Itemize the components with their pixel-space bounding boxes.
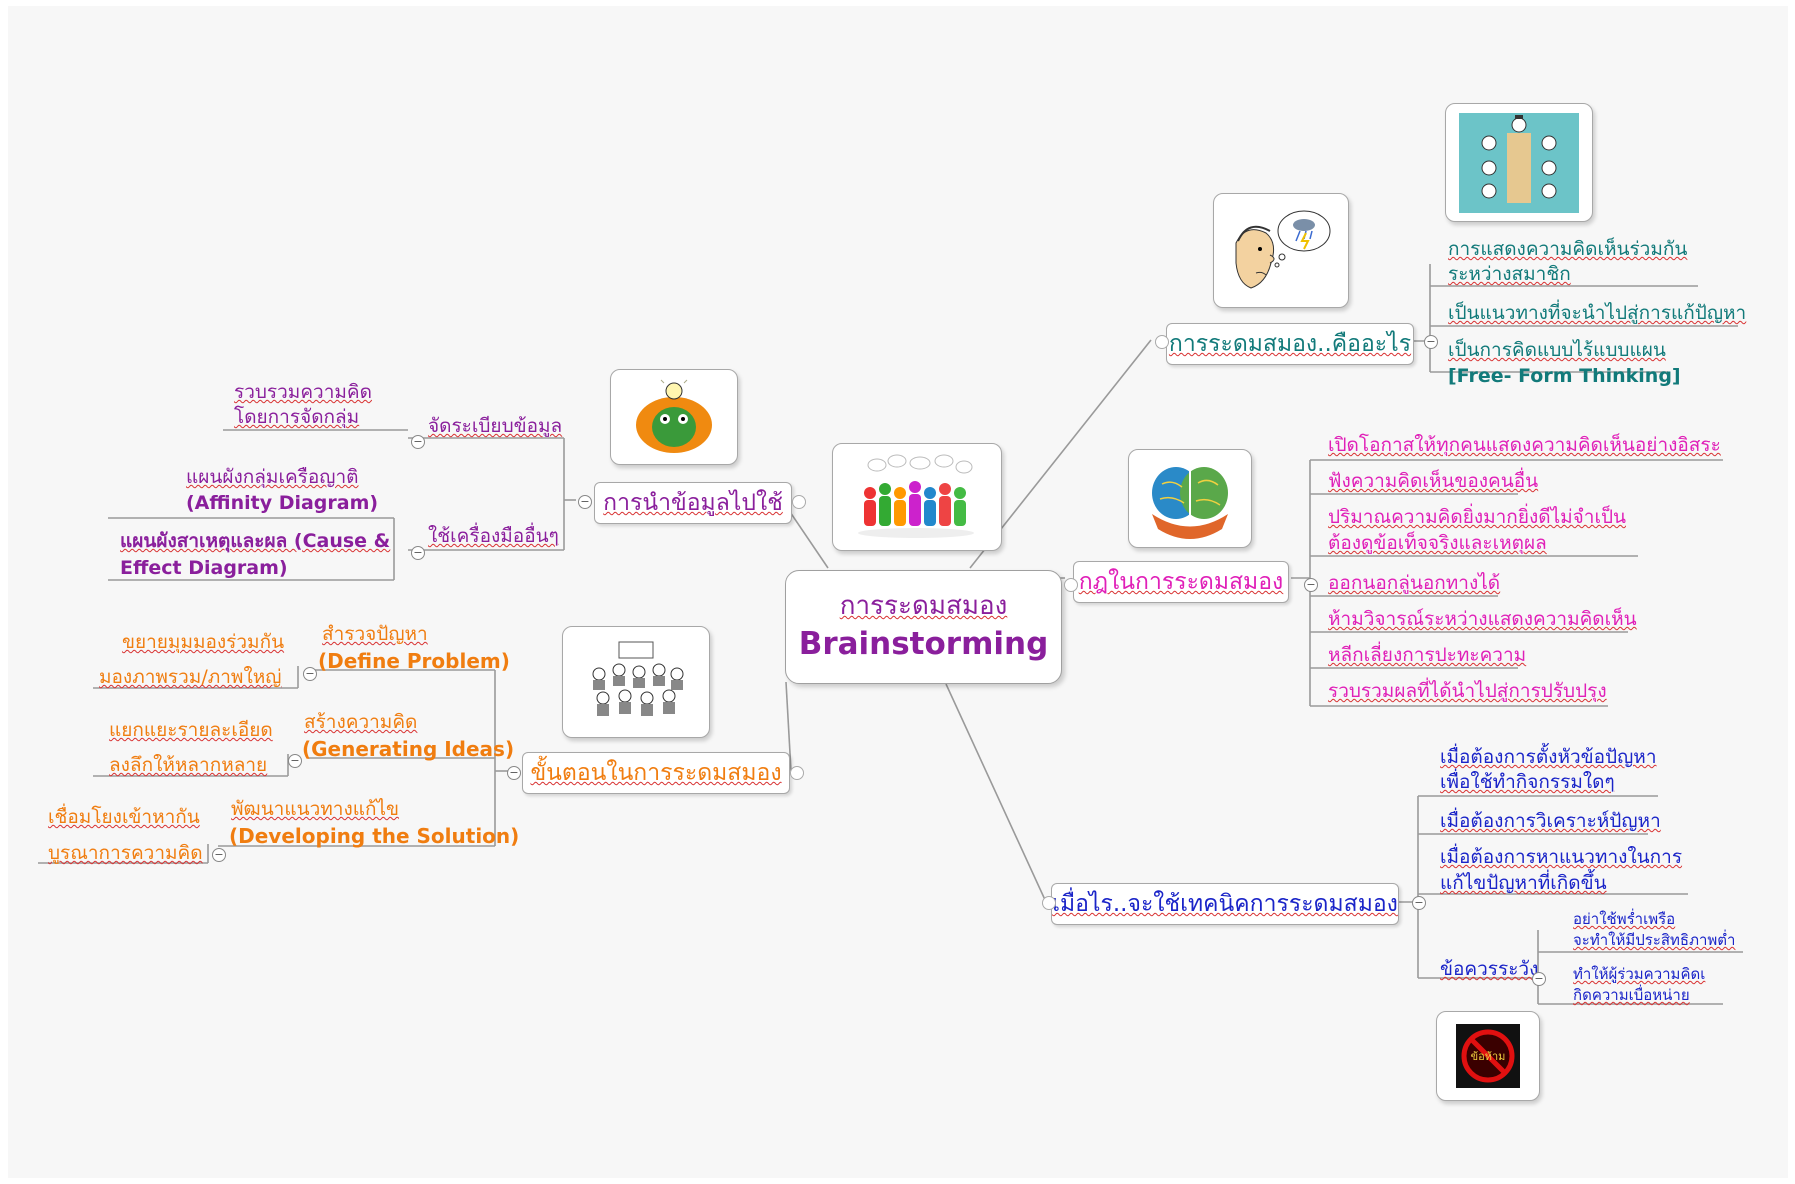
collapse-rules-toggle[interactable]: −	[1304, 578, 1318, 592]
tools-item-1: แผนผังกลุ่มเครือญาติ	[186, 466, 359, 488]
collapse-use-data-toggle[interactable]: −	[578, 495, 592, 509]
when-item-1: เมื่อต้องการตั้งหัวข้อปัญหา	[1440, 746, 1657, 768]
develop-item-2: บูรณาการความคิด	[48, 842, 203, 864]
organize-item-1: รวบรวมความคิด	[234, 381, 372, 403]
develop-label-english: (Developing the Solution)	[229, 824, 520, 848]
branch-rules[interactable]: กฎในการระดมสมอง	[1073, 561, 1289, 603]
meeting-table-icon	[1459, 112, 1579, 213]
branch-use-data-label: การนำข้อมูลไปใช้	[603, 490, 783, 516]
idea-creature-image	[610, 369, 738, 465]
classroom-icon	[592, 641, 684, 716]
what-is-item-1: การแสดงความคิดเห็นร่วมกัน	[1448, 238, 1688, 260]
what-is-item-1b: ระหว่างสมาชิก	[1448, 263, 1571, 285]
caution-item-1b: จะทำให้มีประสิทธิภาพต่ำ	[1573, 931, 1736, 949]
caution-item-1: อย่าใช้พร่ำเพรือ	[1573, 910, 1676, 928]
rules-item-2: ฟังความคิดเห็นของคนอื่น	[1328, 470, 1539, 492]
thinking-man-icon	[1235, 210, 1331, 289]
organize-item-1b: โดยการจัดกลุ่ม	[234, 406, 360, 428]
idea-creature-icon	[636, 379, 712, 453]
generate-label-thai: สร้างความคิด	[304, 711, 418, 733]
central-title-thai: การระดมสมอง	[839, 590, 1008, 621]
collapse-caution-toggle[interactable]: −	[1532, 972, 1546, 986]
collapse-tools-toggle[interactable]: −	[411, 546, 425, 560]
rules-item-7: รวบรวมผลที่ได้นำไปสู่การปรับปรุง	[1328, 680, 1607, 702]
rules-item-5: ห้ามวิจารณ์ระหว่างแสดงความคิดเห็น	[1328, 608, 1637, 630]
when-item-3: เมื่อต้องการหาแนวทางในการ	[1440, 846, 1683, 868]
what-is-item-3b: [Free- Form Thinking]	[1448, 365, 1681, 387]
brain-icon	[1152, 466, 1228, 539]
when-item-2: เมื่อต้องการวิเคราะห์ปัญหา	[1440, 810, 1661, 832]
branch-steps-label: ขั้นตอนในการระดมสมอง	[530, 760, 782, 786]
rules-item-1: เปิดโอกาสให้ทุกคนแสดงความคิดเห็นอย่างอิส…	[1328, 434, 1721, 456]
people-discussion-icon	[858, 454, 974, 538]
branch-what-is-label: การระดมสมอง..คืออะไร	[1168, 331, 1412, 357]
collapse-define-toggle[interactable]: −	[303, 667, 317, 681]
forbidden-sign-icon: ข้อห้าม	[1456, 1024, 1520, 1088]
collapse-generate-toggle[interactable]: −	[288, 754, 302, 768]
forbidden-sign-image: ข้อห้าม	[1436, 1011, 1540, 1101]
define-label-english: (Define Problem)	[318, 649, 510, 673]
generate-item-1: แยกแยะรายละเอียด	[109, 719, 273, 741]
when-item-1b: เพื่อใช้ทำกิจกรรมใดๆ	[1440, 771, 1615, 793]
branch-what-is[interactable]: การระดมสมอง..คืออะไร	[1166, 323, 1414, 365]
mindmap-canvas: การระดมสมอง Brainstorming	[8, 6, 1788, 1178]
tools-item-2b: Effect Diagram)	[120, 557, 288, 579]
tools-item-1b: (Affinity Diagram)	[186, 492, 379, 514]
people-discussion-image	[832, 443, 1002, 551]
collapse-develop-toggle[interactable]: −	[212, 848, 226, 862]
branch-use-data[interactable]: การนำข้อมูลไปใช้	[594, 482, 792, 524]
tools-label: ใช้เครื่องมืออื่นๆ	[428, 525, 559, 547]
tools-item-2: แผนผังสาเหตุและผล (Cause &	[120, 530, 391, 552]
generate-item-2: ลงลึกให้หลากหลาย	[109, 754, 268, 776]
rules-item-3b: ต้องดูข้อเท็จจริงและเหตุผล	[1328, 532, 1547, 554]
connector-lines	[38, 264, 1743, 1005]
when-item-3b: แก้ไขปัญหาที่เกิดขึ้น	[1440, 872, 1607, 894]
branch-steps[interactable]: ขั้นตอนในการระดมสมอง	[522, 752, 790, 794]
classroom-image	[562, 626, 710, 738]
collapse-what-is-toggle[interactable]: −	[1424, 335, 1438, 349]
rules-item-6: หลีกเลี่ยงการปะทะความ	[1328, 644, 1527, 666]
caution-label: ข้อควรระวัง	[1440, 958, 1539, 980]
central-topic[interactable]: การระดมสมอง Brainstorming	[785, 570, 1062, 684]
collapse-steps-toggle[interactable]: −	[507, 766, 521, 780]
rules-item-4: ออกนอกลู่นอกทางได้	[1328, 572, 1501, 594]
organize-label: จัดระเบียบข้อมูล	[428, 415, 563, 437]
develop-item-1: เชื่อมโยงเข้าหากัน	[48, 806, 200, 828]
collapse-when-toggle[interactable]: −	[1412, 896, 1426, 910]
meeting-table-image	[1445, 103, 1593, 222]
develop-label-thai: พัฒนาแนวทางแก้ไข	[231, 798, 400, 820]
rules-item-3: ปริมาณความคิดยิ่งมากยิ่งดีไม่จำเป็น	[1328, 506, 1626, 528]
caution-item-2b: กิดความเบื่อหน่าย	[1573, 986, 1690, 1004]
define-label-thai: สำรวจปัญหา	[322, 623, 428, 645]
central-title-english: Brainstorming	[798, 626, 1049, 662]
branch-rules-label: กฎในการระดมสมอง	[1078, 569, 1284, 595]
generate-label-english: (Generating Ideas)	[302, 737, 515, 761]
what-is-item-3: เป็นการคิดแบบไร้แบบแผน	[1448, 339, 1666, 361]
caution-item-2: ทำให้ผู้ร่วมความคิดเ	[1573, 965, 1706, 983]
collapse-organize-toggle[interactable]: −	[411, 435, 425, 449]
connector-point	[790, 766, 804, 780]
connector-point	[1042, 896, 1056, 910]
define-item-1: ขยายมุมมองร่วมกัน	[122, 631, 285, 653]
brain-image	[1128, 449, 1252, 548]
branch-when-label: เมื่อไร..จะใช้เทคนิคการระดมสมอง	[1052, 891, 1398, 917]
connector-point	[1064, 578, 1078, 592]
branch-when[interactable]: เมื่อไร..จะใช้เทคนิคการระดมสมอง	[1051, 883, 1399, 925]
connector-point	[792, 495, 806, 509]
connector-point	[1155, 335, 1169, 349]
define-item-2: มองภาพรวม/ภาพใหญ่	[99, 666, 282, 688]
what-is-item-2: เป็นแนวทางที่จะนำไปสู่การแก้ปัญหา	[1448, 302, 1747, 324]
forbidden-sign-text: ข้อห้าม	[1471, 1050, 1506, 1063]
thinking-man-image	[1213, 193, 1349, 308]
